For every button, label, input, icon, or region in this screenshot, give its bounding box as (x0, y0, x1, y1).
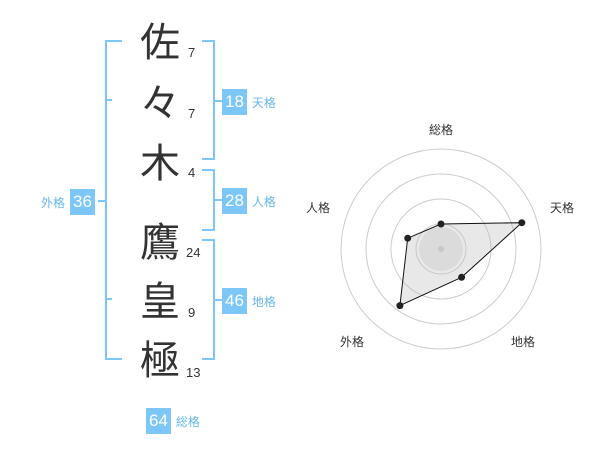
chikaku-label: 地格 (251, 294, 276, 309)
radar-point-3 (458, 273, 466, 281)
radar-label-jinkaku: 人格 (306, 200, 330, 215)
tenkaku-label: 天格 (251, 95, 276, 110)
chikaku-badge: 46 地格 (222, 288, 281, 314)
radar-point-1 (437, 220, 445, 228)
jinkaku-label: 人格 (251, 194, 276, 209)
chikaku-value: 46 (222, 288, 247, 314)
radar-ring-3 (365, 173, 517, 325)
radar-label-tenkaku: 天格 (550, 200, 574, 215)
soukaku-value: 64 (146, 408, 171, 434)
stroke-count-3: 4 (188, 165, 196, 180)
radar-ring-2 (390, 198, 492, 300)
tenkaku-badge: 18 天格 (222, 89, 281, 115)
radar-point-2 (518, 219, 526, 227)
jinkaku-badge: 28 人格 (222, 188, 281, 214)
soukaku-badge: 64 総格 (146, 408, 205, 434)
name-char-2: 々 (140, 81, 180, 127)
name-char-5: 皇 (140, 279, 180, 325)
gaikaku-label: 外格 (41, 195, 66, 210)
radar-label-soukaku: 総格 (429, 122, 453, 137)
radar-points (396, 219, 526, 310)
stroke-count-2: 7 (188, 106, 196, 121)
jinkaku-value: 28 (222, 188, 247, 214)
radar-rings (340, 148, 542, 350)
name-char-4: 鷹 (140, 220, 180, 266)
radar-label-gaikaku: 外格 (340, 334, 364, 349)
stroke-count-4: 24 (186, 245, 201, 260)
name-char-1: 佐 (140, 20, 180, 66)
name-char-3: 木 (140, 141, 180, 187)
tenkaku-value: 18 (222, 89, 247, 115)
radar-center-dot (438, 246, 444, 252)
gaikaku-badge: 外格 36 (36, 189, 95, 215)
stroke-count-5: 9 (188, 305, 196, 320)
stroke-count-6: 13 (186, 365, 201, 380)
radar-ring-4 (340, 148, 542, 350)
radar-point-5 (404, 234, 412, 242)
radar-point-4 (396, 302, 404, 310)
gaikaku-value: 36 (70, 189, 95, 215)
name-char-6: 極 (140, 338, 180, 384)
radar-axis-labels: 総格 天格 地格 外格 人格 (306, 122, 574, 349)
soukaku-label: 総格 (175, 414, 200, 429)
stroke-count-1: 7 (188, 45, 196, 60)
radar-area (399, 222, 524, 307)
radar-label-chikaku: 地格 (511, 334, 535, 349)
